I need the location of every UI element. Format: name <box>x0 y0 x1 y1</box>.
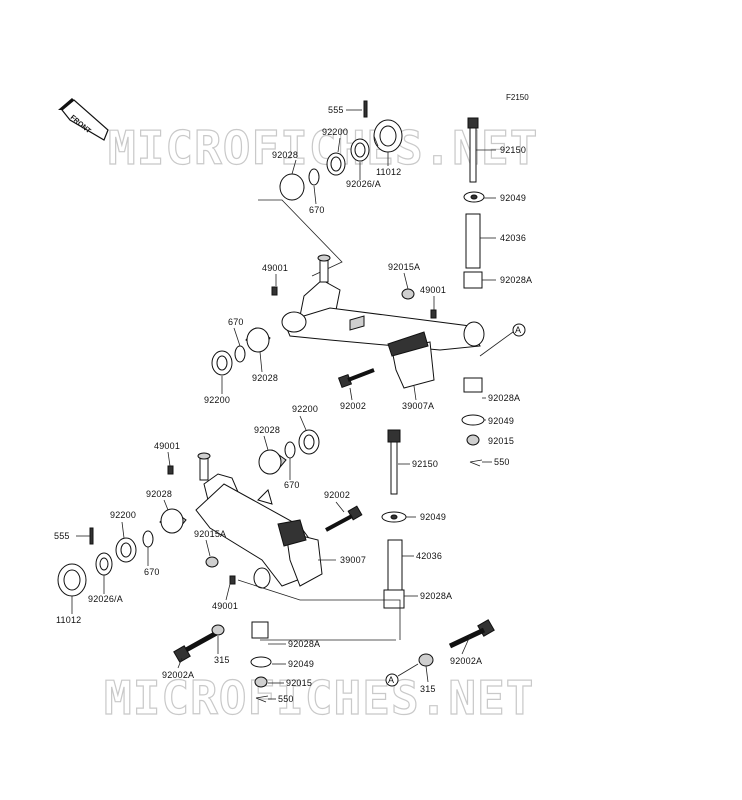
label-92002a-left: 92002A <box>162 670 194 680</box>
bushing-92028a-bottom <box>251 621 269 639</box>
swing-arm-39007a <box>281 254 485 389</box>
label-92049-low: 92049 <box>420 512 446 522</box>
watermark-bottom: MICROFICHES.NET <box>104 671 534 725</box>
label-670-mid: 670 <box>228 317 244 327</box>
label-670-low-right: 670 <box>284 480 300 490</box>
label-92049-bottom: 92049 <box>288 659 314 669</box>
label-92200-low: 92200 <box>292 404 318 414</box>
oring-670-low-left <box>142 530 154 548</box>
cotter-550-mid <box>469 459 483 467</box>
bushing-11012-low <box>57 563 87 597</box>
label-11012-low: 11012 <box>56 615 81 625</box>
bushing-92028a-low <box>383 589 405 609</box>
label-42036-low: 42036 <box>416 551 442 561</box>
label-92028a-top: 92028A <box>500 275 532 285</box>
label-11012-top: 11012 <box>376 167 401 177</box>
nut-92015a-top <box>401 288 415 300</box>
bushing-11012-top <box>373 119 403 153</box>
nut-92015a-low <box>205 556 219 568</box>
label-92028-low-left: 92028 <box>146 489 172 499</box>
pin-555-low <box>89 527 94 545</box>
bushing-92028a-top <box>463 271 483 289</box>
bolt-92002-low <box>325 505 363 532</box>
bushing-92028a-mid <box>463 377 483 393</box>
pin-555-top <box>363 100 368 118</box>
label-92026a-top: 92026/A <box>346 179 381 189</box>
label-92150-top: 92150 <box>500 145 526 155</box>
bushing-92028-top <box>279 173 305 201</box>
label-92028-top: 92028 <box>272 150 298 160</box>
tube-42036-top <box>465 213 481 269</box>
label-555-low: 555 <box>54 531 70 541</box>
nut-315-left <box>211 624 225 636</box>
diagram-code: F2150 <box>506 93 529 102</box>
oring-670-low-right <box>284 441 296 459</box>
label-92026a-low: 92026/A <box>88 594 123 604</box>
callout-a-top-label: A <box>515 325 521 335</box>
oring-670-top <box>308 168 320 186</box>
label-550-mid: 550 <box>494 457 510 467</box>
bolt-92150-top <box>467 117 479 183</box>
bolt-92002-mid <box>337 368 375 389</box>
tube-42036-low <box>387 539 403 593</box>
label-670-low-left: 670 <box>144 567 160 577</box>
label-92028a-mid: 92028A <box>488 393 520 403</box>
label-92028-low: 92028 <box>254 425 280 435</box>
grease-49001-low2 <box>229 575 236 585</box>
label-49001-low: 49001 <box>154 441 180 451</box>
swing-arm-39007 <box>195 452 323 589</box>
grease-49001-left <box>271 286 278 296</box>
callout-a-top <box>512 323 526 337</box>
label-92200-top: 92200 <box>322 127 348 137</box>
label-49001-top-right: 49001 <box>420 285 446 295</box>
label-92002-mid: 92002 <box>340 401 366 411</box>
label-39007: 39007 <box>340 555 366 565</box>
front-arrow-icon: FRONT <box>58 98 109 141</box>
label-92200-low-left: 92200 <box>110 510 136 520</box>
grease-49001-right <box>430 309 437 319</box>
label-92002-low: 92002 <box>324 490 350 500</box>
label-92015-mid: 92015 <box>488 436 514 446</box>
label-92028-mid: 92028 <box>252 373 278 383</box>
label-92015-bottom: 92015 <box>286 678 312 688</box>
label-leaders <box>71 137 486 700</box>
label-92150-low: 92150 <box>412 459 438 469</box>
nut-315-right <box>418 653 434 667</box>
label-670-top: 670 <box>309 205 325 215</box>
watermark-top: MICROFICHES.NET <box>108 121 538 175</box>
label-92002a-right: 92002A <box>450 656 482 666</box>
washer-92049-bottom <box>250 656 272 668</box>
label-92028a-low: 92028A <box>420 591 452 601</box>
bolt-92002a-right <box>448 619 495 649</box>
bolt-92150-low <box>387 429 401 495</box>
nut-92015-bottom <box>254 676 268 688</box>
grease-49001-low <box>167 465 174 475</box>
label-315-right: 315 <box>420 684 436 694</box>
label-92049-top: 92049 <box>500 193 526 203</box>
callout-a-bottom <box>385 673 399 687</box>
label-550-bottom: 550 <box>278 694 294 704</box>
label-42036-top: 42036 <box>500 233 526 243</box>
nut-92015-mid <box>466 434 480 446</box>
label-92015a-low: 92015A <box>194 529 226 539</box>
label-92015a-top: 92015A <box>388 262 420 272</box>
label-92200-mid: 92200 <box>204 395 230 405</box>
label-555-top: 555 <box>328 105 344 115</box>
leader-lower-pivot <box>237 579 401 640</box>
oring-670-mid <box>234 345 246 363</box>
washer-92049-mid <box>461 414 485 426</box>
label-92049-mid: 92049 <box>488 416 514 426</box>
label-39007a: 39007A <box>402 401 434 411</box>
label-49001-low2: 49001 <box>212 601 238 611</box>
label-315-left: 315 <box>214 655 230 665</box>
cotter-550-bottom <box>255 695 269 703</box>
label-92028a-bottom: 92028A <box>288 639 320 649</box>
label-49001-top-left: 49001 <box>262 263 288 273</box>
callout-a-bottom-label: A <box>388 675 394 685</box>
